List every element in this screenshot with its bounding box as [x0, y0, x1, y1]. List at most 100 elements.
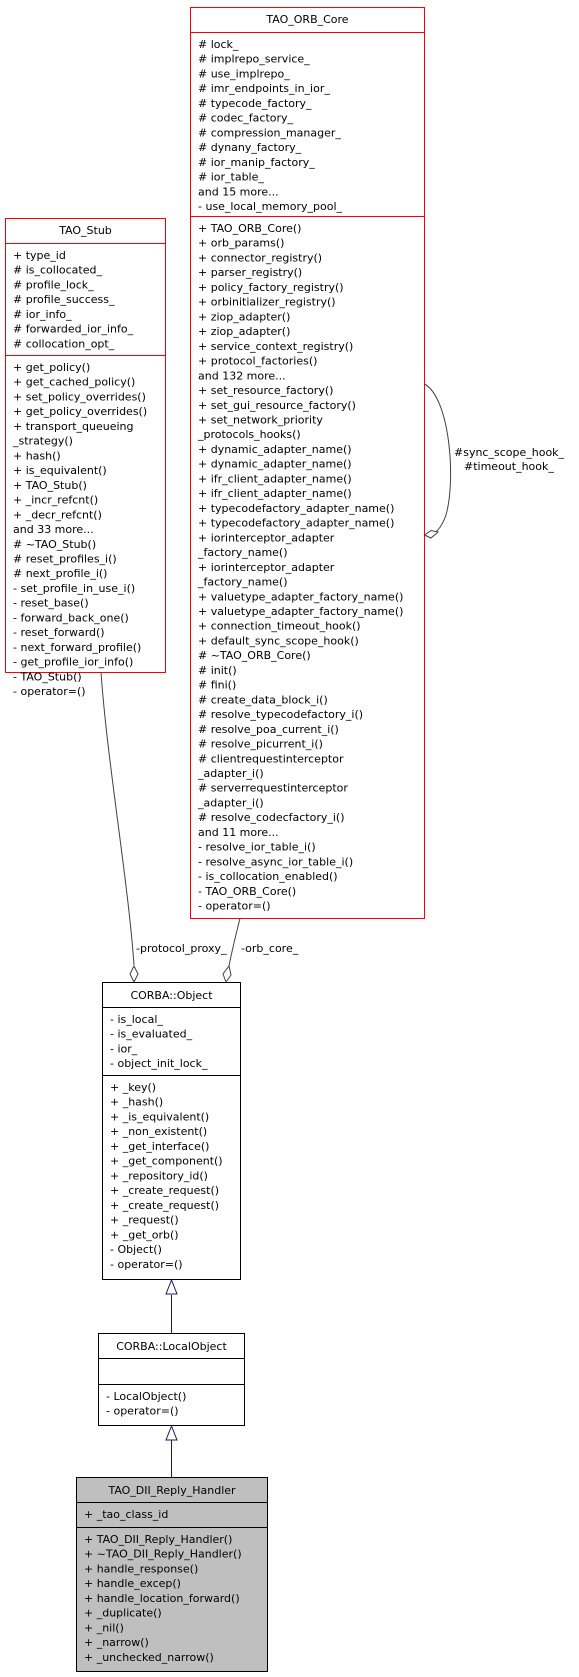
method-list: - LocalObject() - operator=()	[106, 1390, 186, 1418]
class-member: and 11 more...	[198, 826, 279, 839]
class-box-tao-orb-core[interactable]: TAO_ORB_Core # lock_# implrepo_service_#…	[190, 7, 425, 919]
class-member: - set_profile_in_use_i()	[13, 582, 135, 595]
class-member: + set_gui_resource_factory()	[198, 399, 356, 412]
class-member: - operator=()	[106, 1405, 179, 1418]
class-member: + _narrow()	[84, 1636, 149, 1649]
class-frame	[76, 1477, 268, 1672]
class-member: _protocols_hooks()	[197, 428, 301, 441]
inheritance-arrowhead	[165, 1278, 178, 1295]
class-member: - ior_	[110, 1042, 138, 1055]
attribute-list: # lock_# implrepo_service_# use_implrepo…	[198, 38, 343, 213]
class-member: + TAO_Stub()	[13, 479, 87, 492]
class-member: # ior_table_	[198, 171, 264, 184]
class-member: # compression_manager_	[198, 126, 341, 139]
class-member: + ~TAO_DII_Reply_Handler()	[84, 1548, 242, 1561]
class-member: + valuetype_adapter_factory_name()	[198, 605, 403, 618]
class-member: + _decr_refcnt()	[13, 508, 102, 521]
class-member: + TAO_DII_Reply_Handler()	[84, 1533, 232, 1546]
class-name: TAO_DII_Reply_Handler	[107, 1484, 236, 1497]
class-member: + set_network_priority	[198, 413, 323, 426]
class-member: + iorinterceptor_adapter	[198, 531, 335, 544]
class-member: + set_policy_overrides()	[13, 390, 146, 403]
class-member: _adapter_i()	[197, 767, 264, 780]
class-member: + ziop_adapter()	[198, 325, 290, 338]
class-frame	[190, 7, 425, 919]
aggregation-diamond	[222, 964, 232, 984]
class-member: # is_collocated_	[13, 264, 102, 277]
class-box-corba-object[interactable]: CORBA::Object - is_local_- is_evaluated_…	[102, 982, 241, 1280]
class-frame	[102, 982, 241, 1280]
inheritance-edge-handler-localobject	[165, 1424, 178, 1477]
class-member: # fini()	[198, 679, 236, 692]
class-member: # ~TAO_Stub()	[13, 538, 96, 551]
class-member: + handle_response()	[84, 1562, 198, 1575]
class-member: - next_forward_profile()	[13, 641, 141, 654]
class-member: + set_resource_factory()	[198, 384, 333, 397]
inheritance-arrowhead	[165, 1424, 178, 1441]
class-member: + ifr_client_adapter_name()	[198, 487, 352, 500]
class-member: _strategy()	[12, 435, 73, 448]
class-member: # clientrequestinterceptor	[198, 752, 344, 765]
edge-label-orb-core: -orb_core_	[241, 942, 299, 955]
class-member: and 33 more...	[13, 523, 94, 536]
class-member: _factory_name()	[197, 576, 288, 589]
class-member: # next_profile_i()	[13, 567, 107, 580]
class-member: + handle_excep()	[84, 1577, 181, 1590]
class-box-tao-dii-reply-handler[interactable]: TAO_DII_Reply_Handler + _tao_class_id + …	[76, 1477, 268, 1672]
class-member: + connection_timeout_hook()	[198, 620, 361, 633]
class-member: # codec_factory_	[198, 112, 294, 125]
class-member: + _get_interface()	[110, 1140, 209, 1153]
class-member: + hash()	[13, 449, 61, 462]
class-member: # typecode_factory_	[198, 97, 312, 110]
class-member: _adapter_i()	[197, 796, 264, 809]
class-member: - Object()	[110, 1243, 162, 1256]
class-box-corba-localobject[interactable]: CORBA::LocalObject - LocalObject()- oper…	[98, 1333, 245, 1426]
class-member: + _unchecked_narrow()	[84, 1651, 214, 1664]
class-box-tao-stub[interactable]: TAO_Stub + type_id# is_collocated_# prof…	[5, 218, 166, 699]
class-name: TAO_Stub	[58, 224, 112, 237]
class-member: # ~TAO_ORB_Core()	[198, 649, 311, 662]
class-member: + _get_orb()	[110, 1228, 179, 1241]
class-member: # dynany_factory_	[198, 141, 302, 154]
class-member: + orb_params()	[198, 237, 284, 250]
class-member: + _non_existent()	[110, 1125, 207, 1138]
class-member: - use_local_memory_pool_	[198, 200, 343, 213]
class-member: # imr_endpoints_in_ior_	[198, 82, 330, 95]
class-member: + _repository_id()	[110, 1169, 208, 1182]
class-frame	[5, 218, 166, 673]
class-member: + parser_registry()	[198, 266, 302, 279]
class-member: + dynamic_adapter_name()	[198, 458, 352, 471]
class-member: # lock_	[198, 38, 239, 51]
class-member: - is_evaluated_	[110, 1028, 193, 1041]
class-member: - LocalObject()	[106, 1390, 186, 1403]
class-member: - object_init_lock_	[110, 1057, 208, 1070]
class-member: + default_sync_scope_hook()	[198, 634, 359, 647]
class-member: + orbinitializer_registry()	[198, 296, 336, 309]
class-member: - TAO_Stub()	[13, 670, 82, 683]
class-member: # ior_manip_factory_	[198, 156, 315, 169]
class-name: TAO_ORB_Core	[265, 13, 348, 26]
class-frame	[98, 1333, 245, 1426]
method-list: + _key()+ _hash()+ _is_equivalent()+ _no…	[110, 1081, 223, 1271]
class-member: # reset_profiles_i()	[13, 552, 117, 565]
class-member: # resolve_typecodefactory_i()	[198, 708, 363, 721]
class-member: + iorinterceptor_adapter	[198, 561, 335, 574]
class-member: # ior_info_	[13, 308, 72, 321]
attribute-list: + type_id# is_collocated_# profile_lock_…	[13, 249, 134, 350]
class-member: - reset_forward()	[13, 626, 105, 639]
attribute-list: - is_local_- is_evaluated_- ior_- object…	[110, 1013, 208, 1070]
class-member: + typecodefactory_adapter_name()	[198, 517, 394, 530]
class-member: + valuetype_adapter_factory_name()	[198, 590, 403, 603]
class-member: + get_policy_overrides()	[13, 405, 147, 418]
class-member: + _tao_class_id	[84, 1508, 168, 1521]
class-member: + typecodefactory_adapter_name()	[198, 502, 394, 515]
class-member: + policy_factory_registry()	[198, 281, 344, 294]
class-member: _factory_name()	[197, 546, 288, 559]
class-member: + _request()	[110, 1214, 179, 1227]
method-list: + get_policy()+ get_cached_policy()+ set…	[12, 361, 147, 698]
edge-label-self-1: #sync_scope_hook_	[454, 446, 565, 459]
class-member: - operator=()	[198, 900, 271, 913]
self-association-edge: #sync_scope_hook_ #timeout_hook_	[423, 383, 565, 539]
class-member: # use_implrepo_	[198, 67, 290, 80]
class-member: - forward_back_one()	[13, 611, 129, 624]
